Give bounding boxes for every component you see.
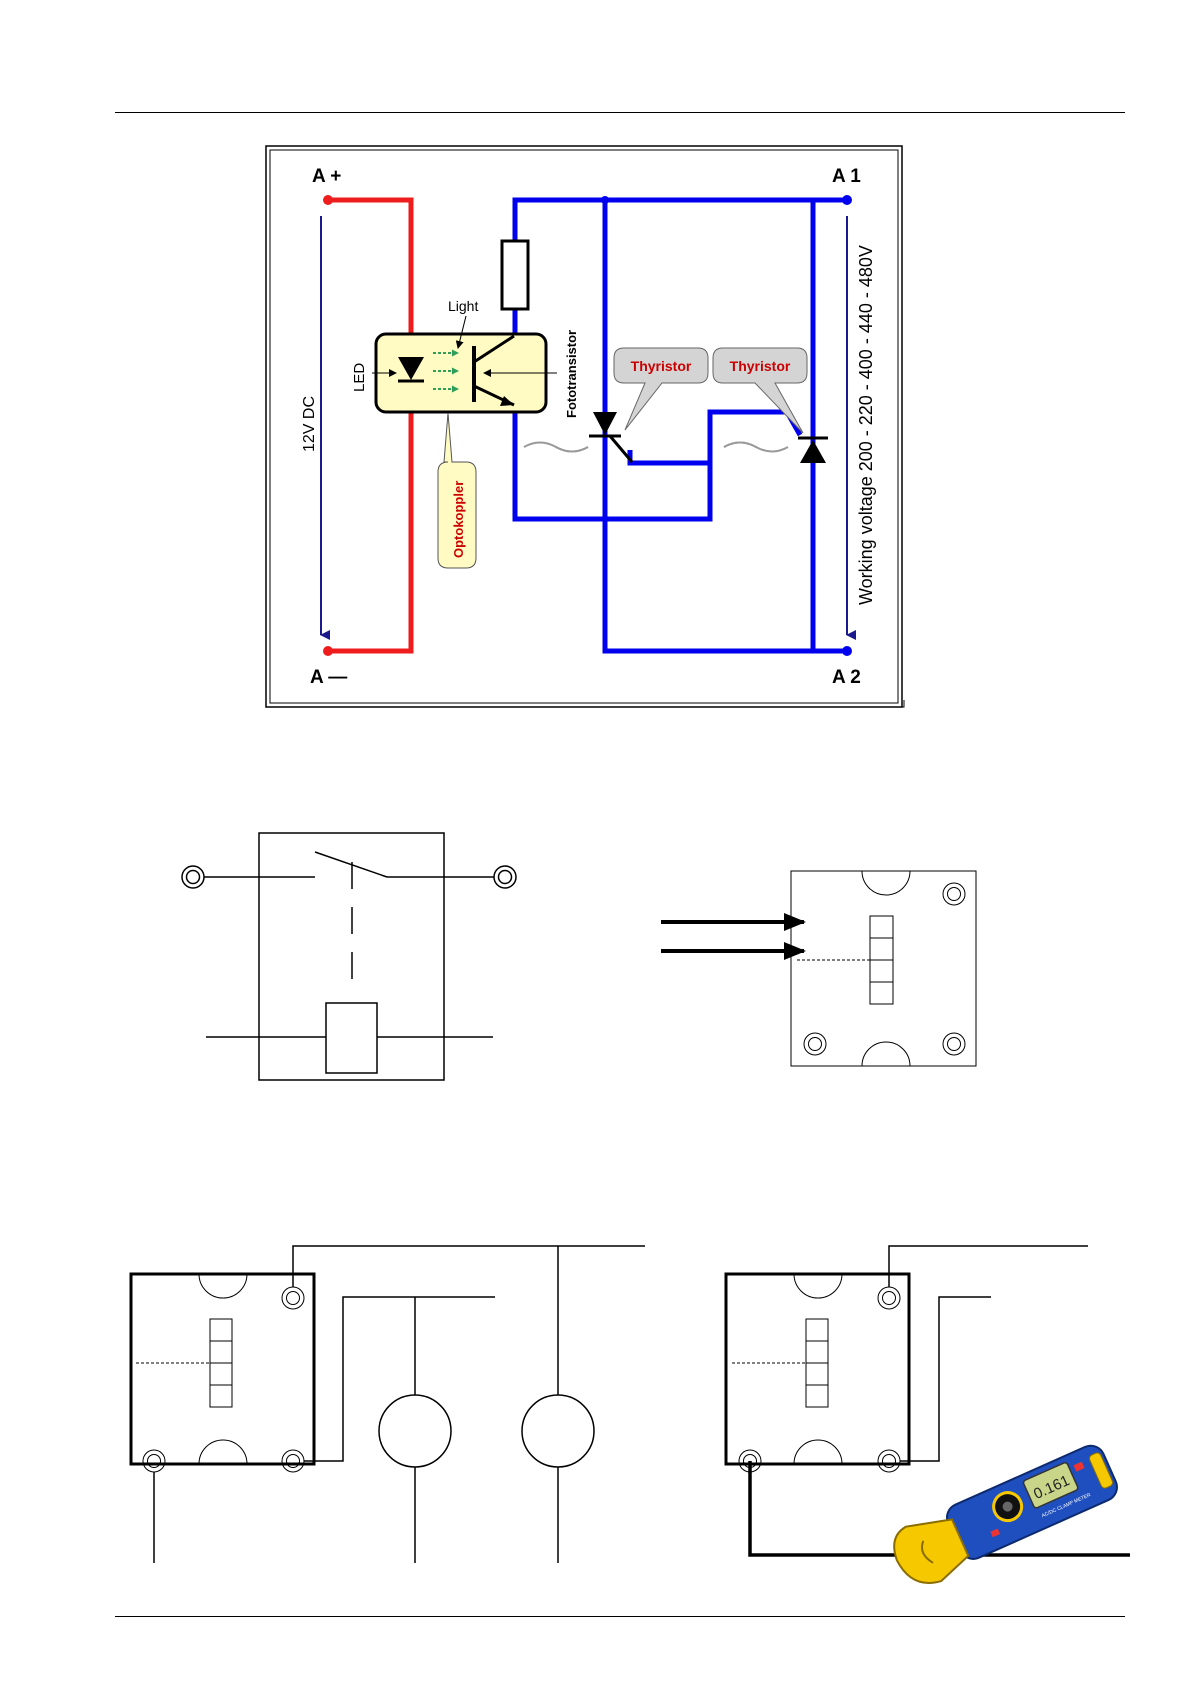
mounting-notch [794, 1274, 842, 1298]
clamp-meter-icon: 0.161 AC/DC CLAMP METER [886, 1441, 1124, 1594]
led-indicator-segment [870, 916, 893, 938]
ssr-circuit-diagram: A + A — A 1 A 2 12V DC Working voltag [266, 146, 904, 707]
terminal-a-minus-dot [323, 646, 333, 656]
relay-switch-contact [315, 852, 387, 877]
fototransistor-label: Fototransistor [564, 330, 579, 418]
thyristor-callout-1-text: Thyristor [631, 358, 692, 374]
figure-frame-inner [270, 150, 898, 703]
terminal-a2-dot [842, 646, 852, 656]
mounting-notch [199, 1274, 247, 1298]
mounting-notch [199, 1440, 247, 1464]
ssr-terminal [804, 1033, 826, 1055]
load-lamp [522, 1395, 594, 1467]
light-label: Light [448, 298, 478, 314]
terminal-a1-label: A 1 [832, 166, 861, 187]
terminal-a1-dot [842, 195, 852, 205]
ssr-module-input-diagram [661, 871, 976, 1066]
ssr-terminal [943, 883, 965, 905]
optokoppler-callout: Optokoppler [438, 413, 476, 568]
ssr-terminal [878, 1450, 900, 1472]
control-voltage-label: 12V DC [301, 396, 318, 452]
ssr-module-body [726, 1274, 909, 1464]
figure-frame [266, 146, 902, 707]
thyristor-left [524, 412, 632, 462]
thyristor-callout-2-text: Thyristor [730, 358, 791, 374]
mounting-notch [862, 1042, 910, 1066]
relay-symbol-diagram [182, 833, 516, 1080]
ssr-terminal [143, 1450, 165, 1472]
thyristor-right [724, 438, 828, 463]
led-indicator-segment [210, 1319, 232, 1341]
terminal-a-plus-dot [323, 195, 333, 205]
relay-terminal-left [182, 866, 204, 888]
ssr-module-body [791, 871, 976, 1066]
terminal-a-plus-label: A + [312, 166, 341, 187]
working-voltage-label: Working voltage 200 - 220 - 400 - 440 - … [856, 245, 876, 605]
thyristor-callout-2: Thyristor [713, 348, 807, 433]
terminal-a-minus-label: A — [310, 667, 347, 688]
thyristor-callout-1: Thyristor [614, 348, 708, 430]
relay-coil [326, 1003, 377, 1073]
mounting-notch [862, 871, 910, 895]
optokoppler-callout-text: Optokoppler [451, 481, 466, 558]
control-circuit-wire [323, 195, 411, 656]
ssr-load-wiring-diagram [131, 1246, 645, 1563]
ssr-terminal [878, 1287, 900, 1309]
relay-terminal-right [494, 866, 516, 888]
resistor [502, 241, 528, 309]
load-circuit-wire [515, 195, 852, 656]
ssr-clamp-meter-diagram: 0.161 AC/DC CLAMP METER [726, 1246, 1130, 1594]
ssr-terminal [282, 1287, 304, 1309]
led-label: LED [351, 363, 368, 392]
ssr-module-body [131, 1274, 314, 1464]
ssr-terminal [943, 1033, 965, 1055]
led-indicator-segment [806, 1319, 828, 1341]
ssr-terminal [282, 1450, 304, 1472]
terminal-a2-label: A 2 [832, 667, 861, 688]
optocoupler: LED Light Fototransistor [351, 298, 579, 418]
mounting-notch [794, 1440, 842, 1464]
load-lamp [379, 1395, 451, 1467]
